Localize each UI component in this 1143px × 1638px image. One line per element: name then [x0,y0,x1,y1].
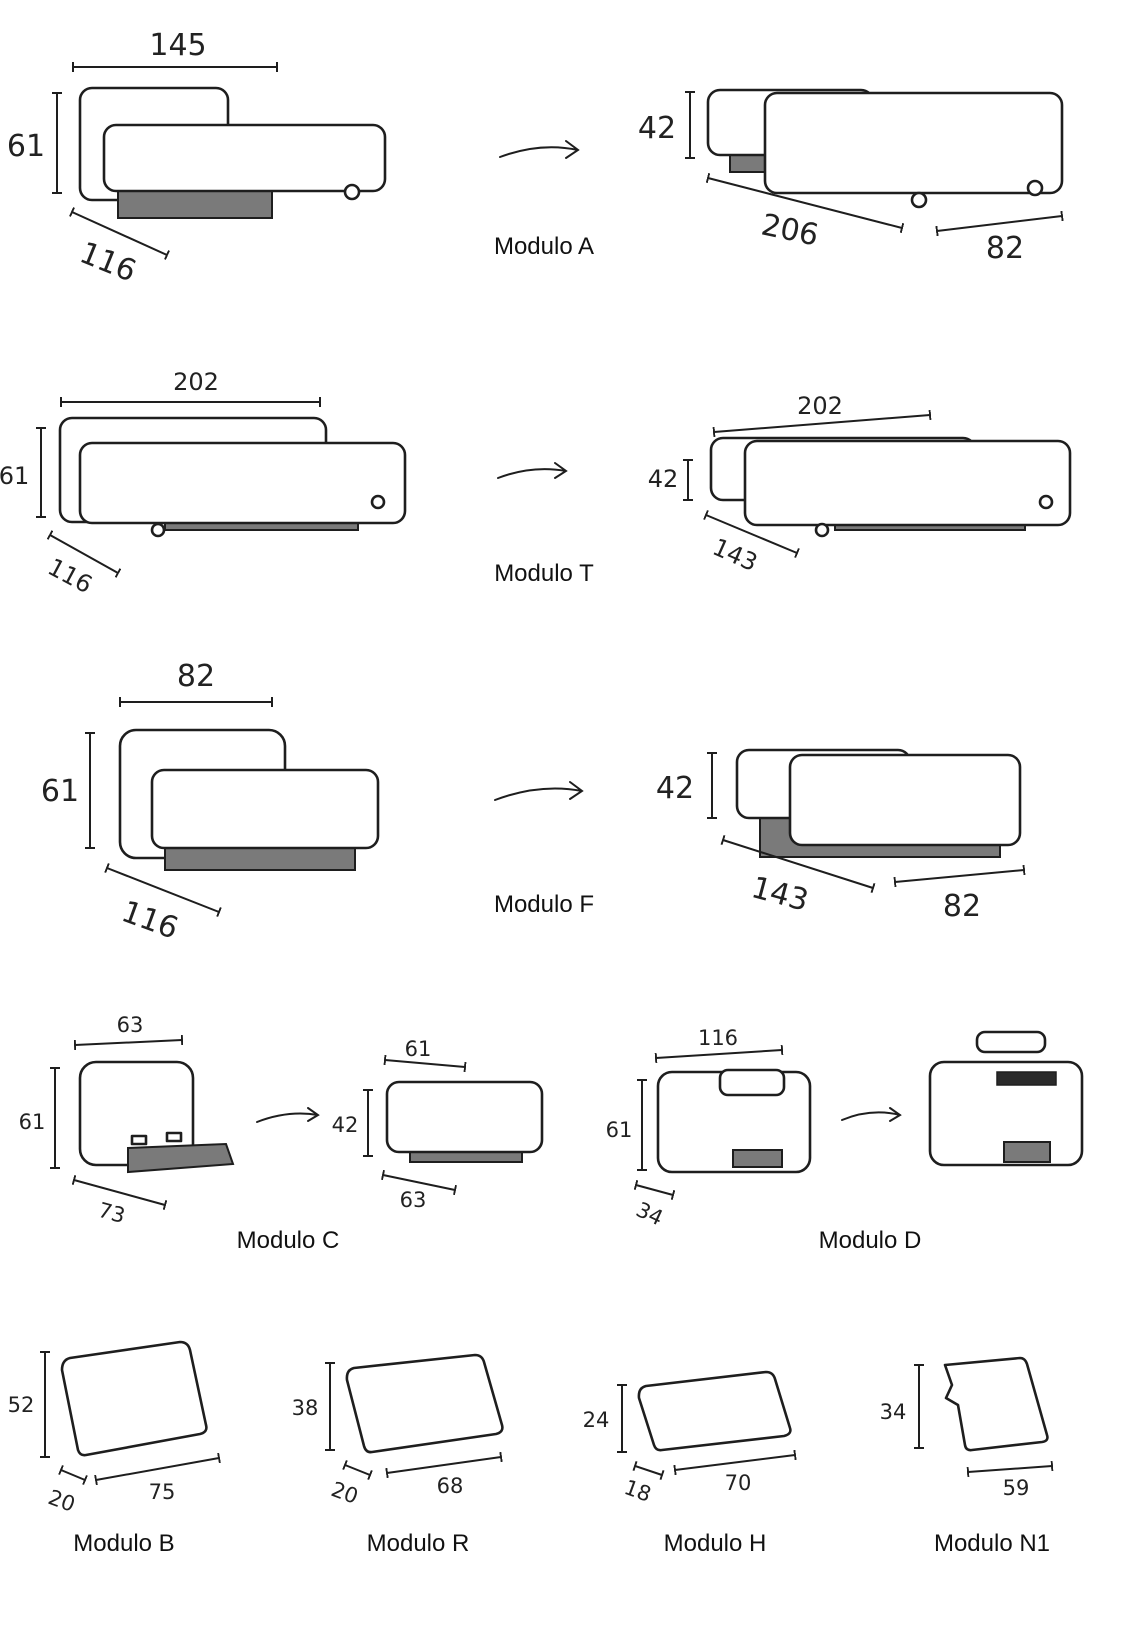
module-label: Modulo F [494,891,594,918]
dimension-width: 202 [797,392,843,420]
dimension-line [632,1460,665,1481]
dimension-height: 42 [648,465,679,493]
dimension-height: 52 [8,1393,35,1417]
dimension-line [633,1179,676,1201]
dimension-line [703,510,800,558]
module-label: Modulo D [819,1227,922,1254]
dimension-line [381,1169,457,1196]
dimension-width: 59 [1003,1476,1030,1500]
dimension-line [385,1451,503,1479]
cushion-drawing [637,1370,792,1452]
dimension-depth: 34 [632,1197,666,1230]
dimension-length: 143 [748,870,812,919]
module-label: Modulo C [237,1227,340,1254]
dimension-depth: 63 [400,1188,427,1212]
dimension-depth: 116 [117,894,183,946]
module-a: 145 61 116 Modulo A 42 206 82 [7,28,1064,290]
dimension-line [73,1034,184,1051]
dimension-width: 116 [698,1026,738,1050]
dimension-line [705,172,905,234]
module-b: 52 20 75 Modulo B [8,1340,221,1557]
dimension-width: 61 [405,1037,432,1061]
dimension-depth: 73 [96,1198,128,1228]
dimension-height: 42 [332,1113,359,1137]
dimension-depth: 116 [43,553,97,599]
dimension-line [673,1449,797,1476]
dimension-depth: 18 [621,1475,654,1507]
module-d: 116 61 34 Modulo D [606,1026,1084,1254]
dimension-height: 61 [41,774,79,809]
dimension-line [104,862,222,918]
dimension-height: 24 [583,1408,610,1432]
module-t-closed-drawing [58,416,407,538]
dimension-line [712,409,932,438]
dimension-line [383,1054,467,1073]
module-t: 202 61 116 Modulo T 202 42 143 [0,368,1072,599]
dimension-width: 75 [149,1480,176,1504]
dimension-depth: 116 [75,236,141,290]
module-f: 82 61 116 Modulo F 42 143 82 [41,659,1026,947]
module-f-closed-drawing [118,728,380,871]
transform-arrow-icon [841,1107,902,1122]
module-d-open-drawing [928,1030,1084,1167]
dimension-line [58,1465,88,1485]
dimension-height: 61 [19,1110,46,1134]
module-c-open-drawing [385,1080,544,1163]
dimension-width: 82 [986,231,1024,266]
module-label: Modulo N1 [934,1530,1050,1557]
dimension-line [46,530,122,578]
dimension-length: 206 [758,207,821,253]
module-n1: 34 59 Modulo N1 [880,1356,1054,1557]
dimension-depth: 20 [328,1477,361,1509]
module-label: Modulo A [494,233,594,260]
dimension-line [654,1044,784,1064]
module-t-open-drawing [709,436,1072,538]
dimension-line [720,834,876,894]
transform-arrow-icon [497,462,568,479]
cushion-drawing [345,1353,504,1454]
transform-arrow-icon [494,781,584,801]
module-a-closed-drawing [78,86,387,219]
dimension-height: 38 [292,1396,319,1420]
module-r: 38 20 68 Modulo R [292,1353,504,1557]
module-h: 24 18 70 Modulo H [583,1370,797,1557]
transform-arrow-icon [256,1107,320,1123]
dimension-height: 42 [656,771,694,806]
dimension-height: 61 [0,462,29,490]
dimension-height: 61 [606,1118,633,1142]
dimension-line [893,864,1026,888]
module-f-open-drawing [735,748,1022,858]
dimension-height: 34 [880,1400,907,1424]
dimension-height: 42 [638,111,676,146]
module-c: 63 61 73 61 42 63 Modulo C [19,1013,544,1254]
module-label: Modulo T [494,560,594,587]
dimension-width: 68 [437,1474,464,1498]
dimension-height: 61 [7,129,45,164]
dimension-width: 145 [149,28,206,63]
cushion-drawing [60,1340,208,1457]
module-a-open-drawing [706,88,1064,209]
module-label: Modulo H [664,1530,767,1557]
module-label: Modulo B [73,1530,174,1557]
dimension-depth: 20 [45,1485,78,1517]
module-c-closed-drawing [78,1060,235,1174]
dimension-line [94,1452,221,1486]
cushion-drawing [943,1356,1049,1452]
transform-arrow-icon [499,140,580,159]
module-d-closed-drawing [656,1068,812,1174]
dimension-line [71,1174,168,1211]
dimension-width: 70 [725,1471,752,1495]
dimension-width: 82 [943,889,981,924]
dimension-width: 82 [177,659,215,694]
dimension-width: 63 [117,1013,144,1037]
dimension-line [966,1460,1054,1478]
dimension-line [935,210,1064,237]
module-label: Modulo R [367,1530,470,1557]
dimension-width: 202 [173,368,219,396]
dimension-length: 143 [708,533,761,577]
dimension-line [342,1459,373,1481]
dimension-line [69,207,170,260]
